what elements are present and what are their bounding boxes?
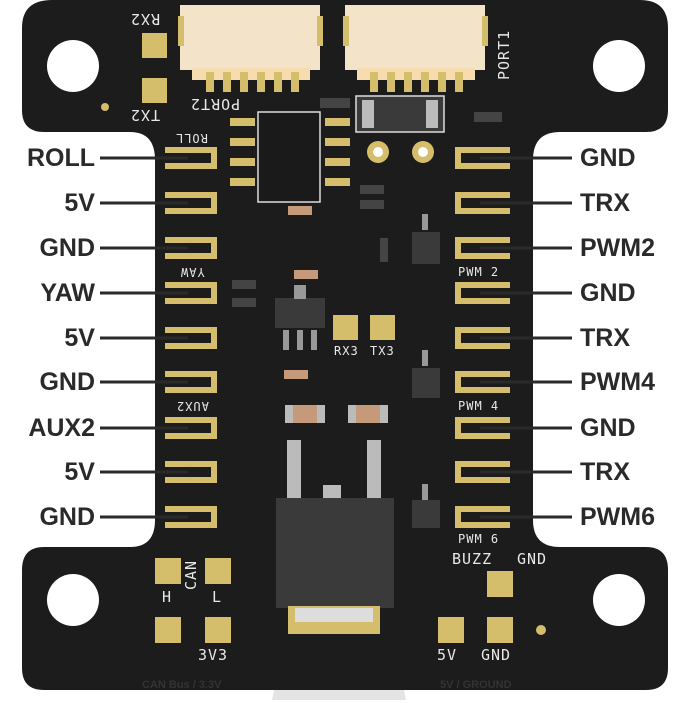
caption-can-bus: CAN Bus / 3.3V (142, 679, 222, 691)
right-pin-label: TRX (580, 324, 630, 352)
silk-pwm2: PWM 2 (458, 265, 500, 279)
port1-connector (343, 5, 488, 92)
left-pin-label: YAW (40, 279, 95, 307)
voltage-regulator (276, 498, 394, 608)
silk-port2: PORT2 (190, 95, 241, 113)
silk-roll: ROLL (175, 131, 208, 145)
caption-power: 5V / GROUND (440, 679, 512, 691)
right-pin-label: GND (580, 144, 636, 172)
right-pin-label: PWM4 (580, 368, 655, 396)
left-pin-label: 5V (64, 458, 95, 486)
silk-rx2: RX2 (130, 10, 161, 28)
left-pin-label: 5V (64, 189, 95, 217)
silk-rx3: RX3 (334, 344, 359, 358)
silk-3v3: 3V3 (198, 646, 229, 664)
left-pin-label: GND (39, 234, 95, 262)
silk-can-l: L (212, 588, 223, 606)
mounting-hole (47, 40, 99, 92)
left-pin-label: AUX2 (28, 414, 95, 442)
silk-tx3: TX3 (370, 344, 395, 358)
silk-buzz-gnd: GND (517, 550, 548, 568)
left-pin-label: 5V (64, 324, 95, 352)
left-pin-label: ROLL (26, 144, 95, 172)
silk-pwm6: PWM 6 (458, 532, 500, 546)
right-pin-label: TRX (580, 189, 630, 217)
left-pin-label: GND (39, 503, 95, 531)
ic-chip (257, 111, 321, 203)
tx2-pad (142, 78, 167, 103)
silk-tx2: TX2 (130, 106, 161, 124)
silk-buzz: BUZZ (452, 550, 493, 568)
port2-connector (178, 5, 323, 92)
mounting-hole (47, 574, 99, 626)
mounting-hole (593, 574, 645, 626)
right-pin-label: GND (580, 279, 636, 307)
silk-can: CAN (182, 559, 200, 590)
silk-yaw: YAW (180, 265, 205, 279)
silk-port1: PORT1 (495, 29, 513, 80)
silk-aux2: AUX2 (176, 399, 209, 413)
rx2-pad (142, 33, 167, 58)
right-pin-label: GND (580, 414, 636, 442)
right-pin-label: PWM6 (580, 503, 655, 531)
silk-pwm4: PWM 4 (458, 399, 500, 413)
right-pin-label: TRX (580, 458, 630, 486)
right-pin-label: PWM2 (580, 234, 655, 262)
silk-can-h: H (162, 588, 173, 606)
silk-5v: 5V (437, 646, 458, 664)
silk-gnd: GND (481, 646, 512, 664)
left-pin-label: GND (39, 368, 95, 396)
mounting-hole (593, 40, 645, 92)
